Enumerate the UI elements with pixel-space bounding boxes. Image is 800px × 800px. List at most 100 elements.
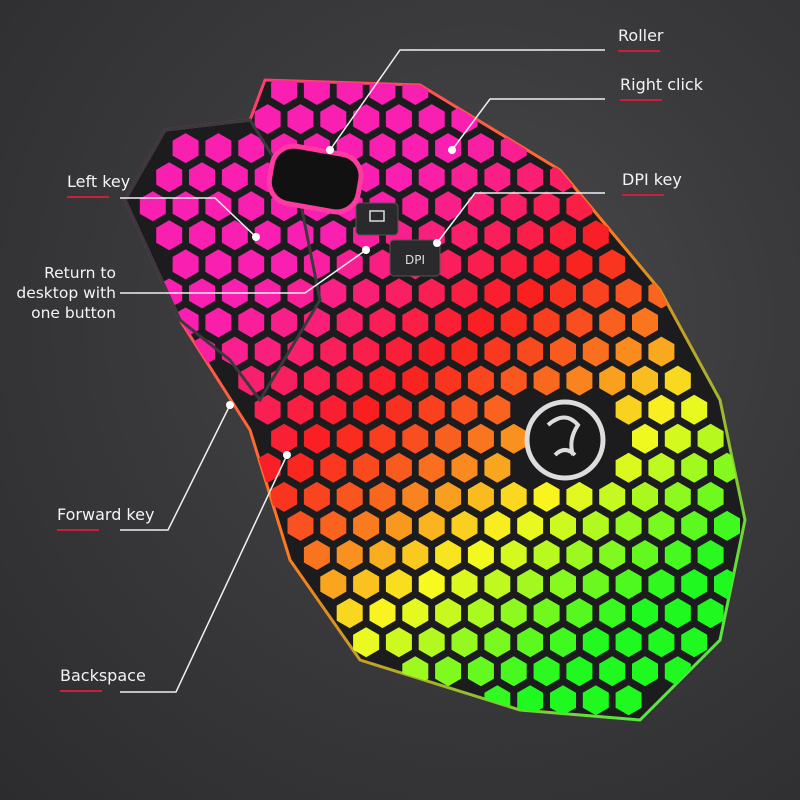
honeycomb-hex xyxy=(402,423,429,454)
honeycomb-hex xyxy=(484,394,511,425)
honeycomb-hex xyxy=(451,569,478,600)
honeycomb-hex xyxy=(172,133,199,164)
scroll-wheel[interactable] xyxy=(266,143,365,216)
honeycomb-hex xyxy=(467,365,494,396)
honeycomb-hex xyxy=(139,191,166,222)
honeycomb-hex xyxy=(336,540,363,570)
label-text: Roller xyxy=(618,26,664,45)
honeycomb-hex xyxy=(550,627,576,658)
honeycomb-hex xyxy=(517,510,544,541)
honeycomb-hex xyxy=(205,307,232,338)
honeycomb-hex xyxy=(664,598,691,629)
honeycomb-hex xyxy=(467,249,494,280)
honeycomb-hex xyxy=(484,220,511,251)
honeycomb-hex xyxy=(451,162,478,193)
honeycomb-hex xyxy=(369,249,396,280)
honeycomb-hex xyxy=(566,481,593,512)
honeycomb-hex xyxy=(599,365,626,396)
honeycomb-hex xyxy=(254,336,281,367)
honeycomb-hex xyxy=(566,365,593,396)
honeycomb-hex xyxy=(369,307,396,338)
honeycomb-hex xyxy=(550,569,576,600)
label-underline xyxy=(622,194,664,196)
honeycomb-hex xyxy=(189,220,215,251)
label-underline xyxy=(60,690,102,692)
honeycomb-hex xyxy=(418,510,445,541)
honeycomb-hex xyxy=(533,365,560,396)
label-text: Backspace xyxy=(60,666,146,685)
honeycomb-hex xyxy=(320,336,347,367)
honeycomb-hex xyxy=(615,452,642,483)
honeycomb-hex xyxy=(271,481,298,512)
honeycomb-hex xyxy=(681,510,708,541)
label-text: DPI key xyxy=(622,170,682,189)
honeycomb-hex xyxy=(238,133,265,164)
honeycomb-hex xyxy=(533,307,560,338)
honeycomb-hex xyxy=(353,569,380,600)
honeycomb-hex xyxy=(353,510,380,541)
honeycomb-hex xyxy=(648,510,675,541)
honeycomb-hex xyxy=(451,627,478,658)
honeycomb-hex xyxy=(500,365,527,396)
honeycomb-hex xyxy=(435,481,462,512)
honeycomb-hex xyxy=(467,656,494,687)
honeycomb-hex xyxy=(664,423,691,454)
honeycomb-hex xyxy=(484,452,511,483)
honeycomb-hex xyxy=(385,394,412,425)
honeycomb-hex xyxy=(172,191,199,222)
honeycomb-hex xyxy=(205,133,232,164)
honeycomb-hex xyxy=(484,627,511,658)
honeycomb-hex xyxy=(467,307,494,338)
dpi-button[interactable]: DPI xyxy=(389,239,441,277)
honeycomb-hex xyxy=(582,627,609,658)
honeycomb-hex xyxy=(385,452,412,483)
honeycomb-hex xyxy=(402,540,429,570)
honeycomb-hex xyxy=(566,307,593,338)
honeycomb-hex xyxy=(418,452,445,483)
honeycomb-hex xyxy=(451,220,478,251)
honeycomb-hex xyxy=(697,423,724,454)
honeycomb-hex xyxy=(369,540,396,570)
label-right-click: Right click xyxy=(620,75,703,101)
honeycomb-hex xyxy=(336,481,363,512)
honeycomb-hex xyxy=(582,220,609,251)
monitor-icon xyxy=(369,210,385,222)
honeycomb-hex xyxy=(517,278,544,309)
honeycomb-hex xyxy=(353,104,380,135)
honeycomb-hex xyxy=(254,394,281,425)
label-underline xyxy=(57,529,99,531)
honeycomb-hex xyxy=(664,365,691,396)
honeycomb-hex xyxy=(500,598,527,629)
honeycomb-hex xyxy=(681,569,708,600)
honeycomb-hex xyxy=(467,481,494,512)
label-roller: Roller xyxy=(618,26,664,52)
honeycomb-hex xyxy=(435,307,462,338)
honeycomb-hex xyxy=(599,249,626,280)
honeycomb-hex xyxy=(632,481,658,512)
honeycomb-hex xyxy=(664,481,691,512)
honeycomb-hex xyxy=(533,249,560,280)
honeycomb-hex xyxy=(271,423,298,454)
honeycomb-hex xyxy=(451,394,478,425)
honeycomb-hex xyxy=(353,336,380,367)
honeycomb-hex xyxy=(566,598,593,629)
return-desktop-button[interactable] xyxy=(355,202,399,236)
honeycomb-hex xyxy=(550,336,576,367)
honeycomb-hex xyxy=(550,220,576,251)
honeycomb-hex xyxy=(303,540,330,570)
honeycomb-hex xyxy=(369,481,396,512)
honeycomb-hex xyxy=(484,510,511,541)
left-shell-panel xyxy=(123,118,322,403)
honeycomb-hex xyxy=(271,307,298,338)
honeycomb-hex xyxy=(467,598,494,629)
honeycomb-hex xyxy=(451,452,478,483)
honeycomb-hex xyxy=(566,656,593,687)
honeycomb-hex xyxy=(418,162,445,193)
honeycomb-hex xyxy=(238,307,265,338)
honeycomb-hex xyxy=(353,278,380,309)
honeycomb-hex xyxy=(320,220,347,251)
label-forward-key: Forward key xyxy=(57,505,154,531)
honeycomb-hex xyxy=(172,249,199,280)
dpi-button-label: DPI xyxy=(405,253,425,267)
